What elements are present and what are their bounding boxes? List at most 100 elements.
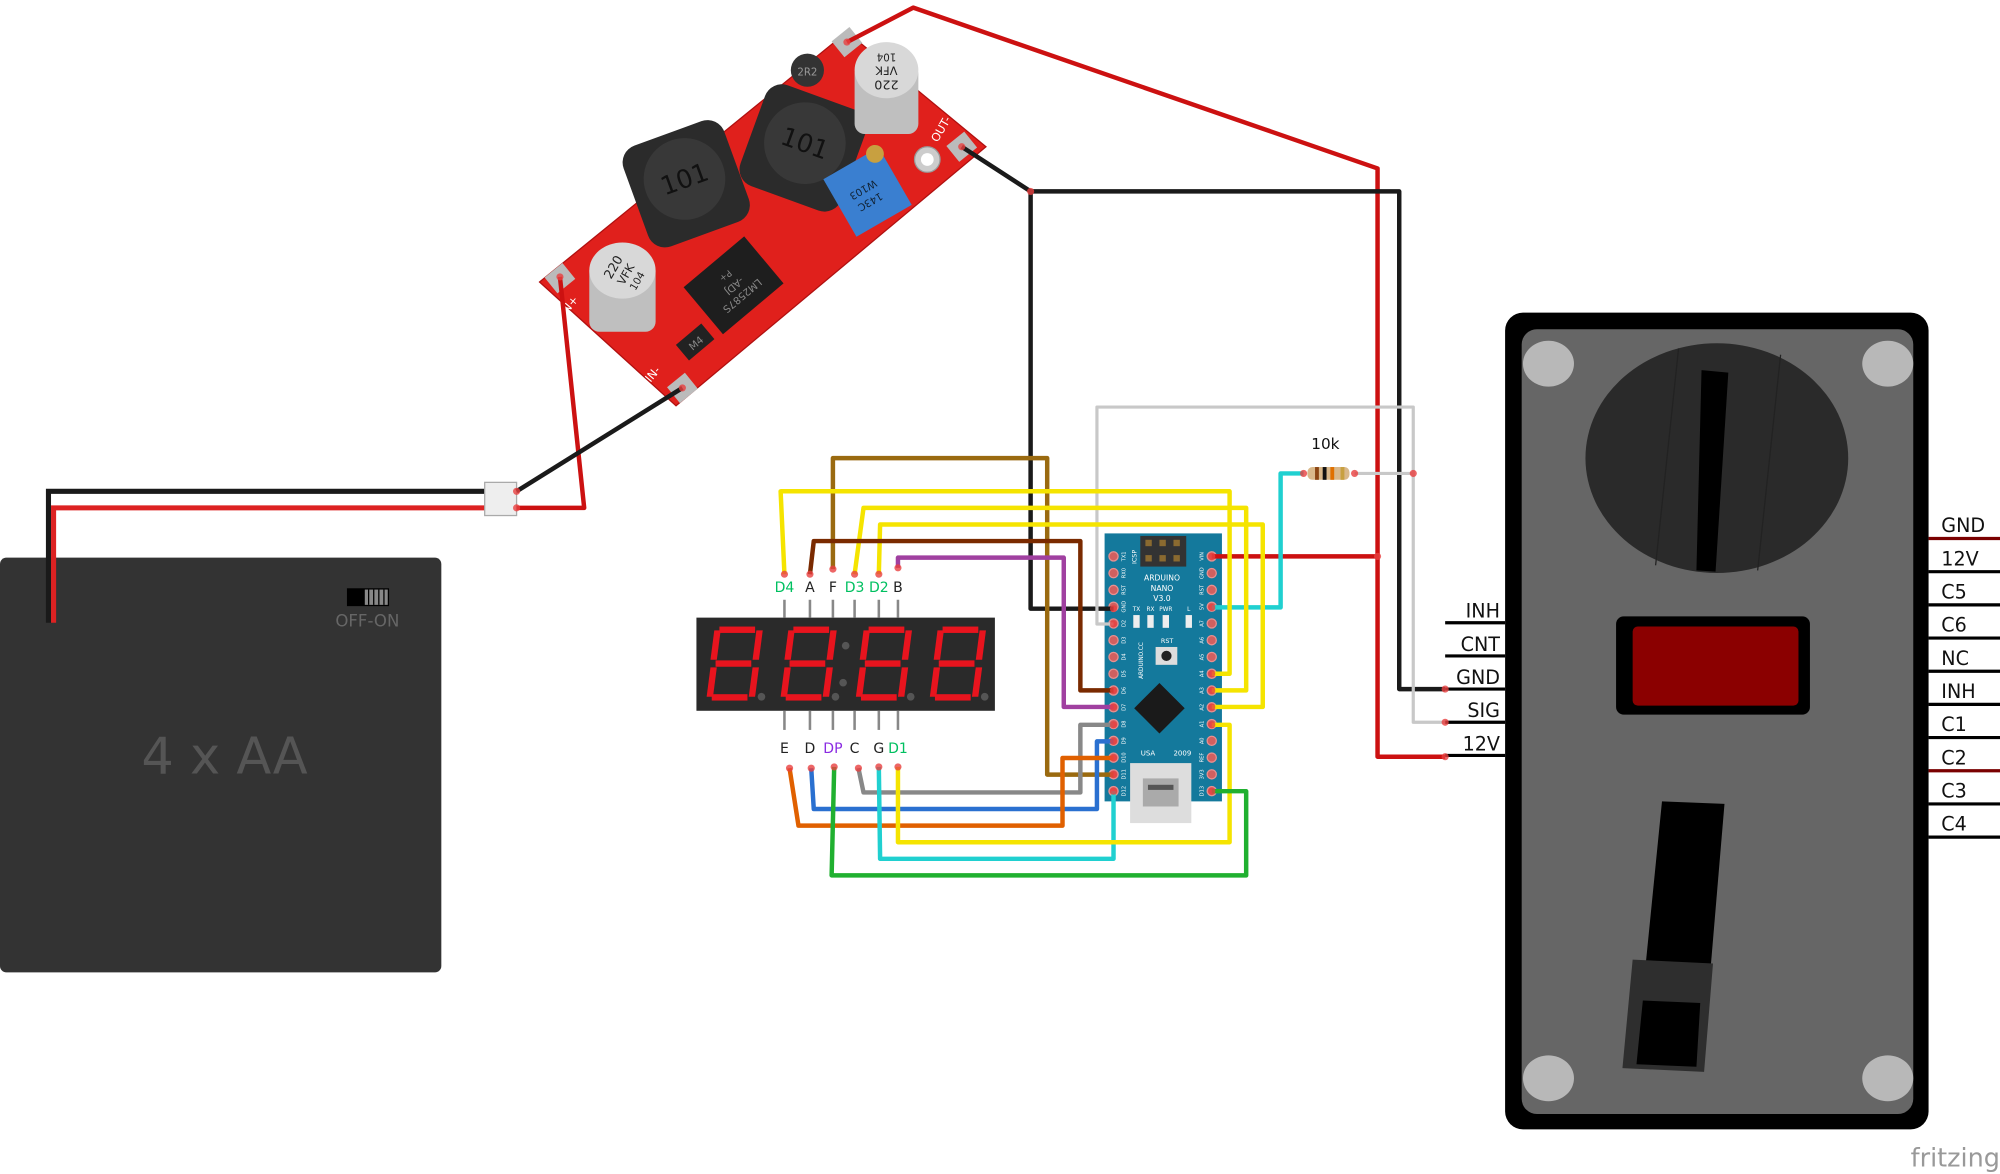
arduino-version: V3.0	[1153, 594, 1171, 603]
dial-line	[1654, 348, 1680, 566]
wire-endpoint[interactable]	[1441, 718, 1449, 726]
capacitor-in: 220 VFK 104	[589, 242, 656, 332]
wire-digit-3[interactable]	[851, 505, 1249, 694]
wire-endpoint[interactable]	[1441, 753, 1449, 761]
wire-endpoint[interactable]	[513, 504, 521, 512]
coin-return-slot	[1645, 801, 1725, 970]
wire-endpoint[interactable]	[1109, 737, 1118, 745]
dc-dc-converter[interactable]: IN+ IN- OUT- 101 101 2R2 220 VFK 104	[538, 26, 987, 407]
small-inductor: 2R2	[790, 53, 824, 87]
wire-endpoint[interactable]	[1027, 187, 1035, 195]
wire-endpoint[interactable]	[1109, 605, 1118, 613]
wire-signal-gray[interactable]	[1095, 405, 1449, 726]
arduino-pin-label: D10	[1122, 752, 1128, 762]
wire-endpoint[interactable]	[1109, 686, 1118, 694]
wire-endpoint[interactable]	[894, 564, 902, 572]
wire-seg-b[interactable]	[894, 555, 1118, 711]
wire-endpoint[interactable]	[1208, 670, 1216, 678]
wire-digit-1[interactable]	[894, 721, 1232, 845]
arduino-pin-rx0[interactable]	[1108, 567, 1119, 579]
led-tx	[1133, 615, 1140, 628]
wire-endpoint[interactable]	[1300, 469, 1308, 478]
wire-endpoint[interactable]	[513, 487, 521, 495]
wire-vin-red[interactable]	[1208, 552, 1382, 560]
wire-endpoint[interactable]	[1208, 721, 1216, 729]
resistor-10k[interactable]: 10k	[1307, 435, 1350, 480]
arduino-pin-tx1[interactable]	[1108, 551, 1119, 562]
arduino-pin-ref[interactable]	[1206, 752, 1217, 763]
arduino-pin-a7[interactable]	[1206, 618, 1217, 629]
wire-seg-a[interactable]	[806, 538, 1118, 694]
arduino-pin-3v3[interactable]	[1206, 769, 1217, 780]
wire-endpoint[interactable]	[875, 570, 883, 578]
wire-endpoint[interactable]	[1351, 469, 1359, 478]
wire-seg-c[interactable]	[854, 721, 1118, 795]
wire-endpoint[interactable]	[1109, 771, 1118, 779]
wire-seg-f[interactable]	[829, 455, 1118, 779]
wire-endpoint[interactable]	[1109, 721, 1118, 729]
wire-endpoint[interactable]	[807, 764, 815, 772]
usb-port[interactable]	[1130, 763, 1192, 824]
arduino-pin-label: 3V3	[1199, 769, 1205, 779]
wire-endpoint[interactable]	[806, 570, 814, 578]
arduino-pin-d4[interactable]	[1108, 651, 1119, 663]
wire-endpoint[interactable]	[854, 764, 862, 772]
wire-endpoint[interactable]	[830, 763, 838, 771]
wire-endpoint[interactable]	[556, 273, 564, 281]
wire-seg-d[interactable]	[807, 737, 1118, 812]
coin-pin-label: SIG	[1467, 699, 1500, 722]
wire-endpoint[interactable]	[1373, 552, 1382, 560]
wire-endpoint[interactable]	[780, 570, 789, 578]
wire-endpoint[interactable]	[1109, 754, 1118, 762]
wire-endpoint[interactable]	[1109, 703, 1118, 711]
wire-endpoint[interactable]	[1208, 552, 1216, 560]
arduino-pin-gnd[interactable]	[1206, 567, 1217, 579]
wire-endpoint[interactable]	[875, 763, 883, 771]
wire-endpoint[interactable]	[894, 763, 902, 771]
decimal-point	[980, 692, 989, 701]
trimmer-potentiometer[interactable]: 143C W103	[821, 142, 914, 237]
wire-endpoint[interactable]	[1208, 686, 1216, 694]
wire-endpoint[interactable]	[1409, 469, 1417, 478]
wire-endpoint[interactable]	[829, 565, 837, 573]
arduino-pin-a6[interactable]	[1206, 634, 1217, 646]
arduino-pin-a0[interactable]	[1206, 735, 1217, 747]
arduino-pin-rst[interactable]	[1206, 584, 1217, 596]
wire-endpoint[interactable]	[1208, 603, 1216, 611]
wire-digit-4[interactable]	[778, 489, 1232, 678]
wire-endpoint[interactable]	[1109, 620, 1118, 628]
converter-board	[538, 31, 987, 407]
wire-pullup-gray[interactable]	[1351, 469, 1417, 478]
arduino-pin-d5[interactable]	[1108, 668, 1119, 679]
reset-button[interactable]	[1155, 646, 1178, 665]
arduino-pin-label: A7	[1199, 620, 1205, 627]
wire-battery-black[interactable]	[513, 384, 686, 495]
arduino-pin-rst[interactable]	[1108, 584, 1119, 596]
wire-seg-dp[interactable]	[829, 763, 1249, 878]
wire-endpoint[interactable]	[678, 384, 686, 392]
arduino-pin-a5[interactable]	[1206, 651, 1217, 663]
coin-pin-label: C6	[1941, 614, 1967, 637]
arduino-pin-label: 5V	[1199, 603, 1205, 610]
wire-endpoint[interactable]	[958, 143, 966, 151]
arduino-pin-d3[interactable]	[1108, 634, 1119, 646]
wire-power-red-out[interactable]	[843, 5, 1449, 761]
arduino-pin-label: VIN	[1199, 552, 1205, 561]
wire-seg-g[interactable]	[875, 763, 1118, 862]
wire-endpoint[interactable]	[1208, 703, 1216, 711]
wire-seg-e[interactable]	[785, 754, 1118, 828]
wire-endpoint[interactable]	[1441, 685, 1449, 693]
led-rx	[1147, 615, 1154, 628]
power-switch-icon[interactable]	[346, 588, 390, 607]
wire-endpoint[interactable]	[785, 764, 794, 772]
wire-gnd-black-nano[interactable]	[1027, 187, 1118, 613]
wire-endpoint[interactable]	[1109, 787, 1118, 795]
wire-endpoint[interactable]	[1208, 787, 1216, 795]
wire-endpoint[interactable]	[843, 38, 851, 46]
battery-pack[interactable]: OFF-ON 4 x AA	[0, 557, 442, 973]
wire-endpoint[interactable]	[851, 570, 859, 578]
wire-battery-red[interactable]	[513, 273, 587, 512]
